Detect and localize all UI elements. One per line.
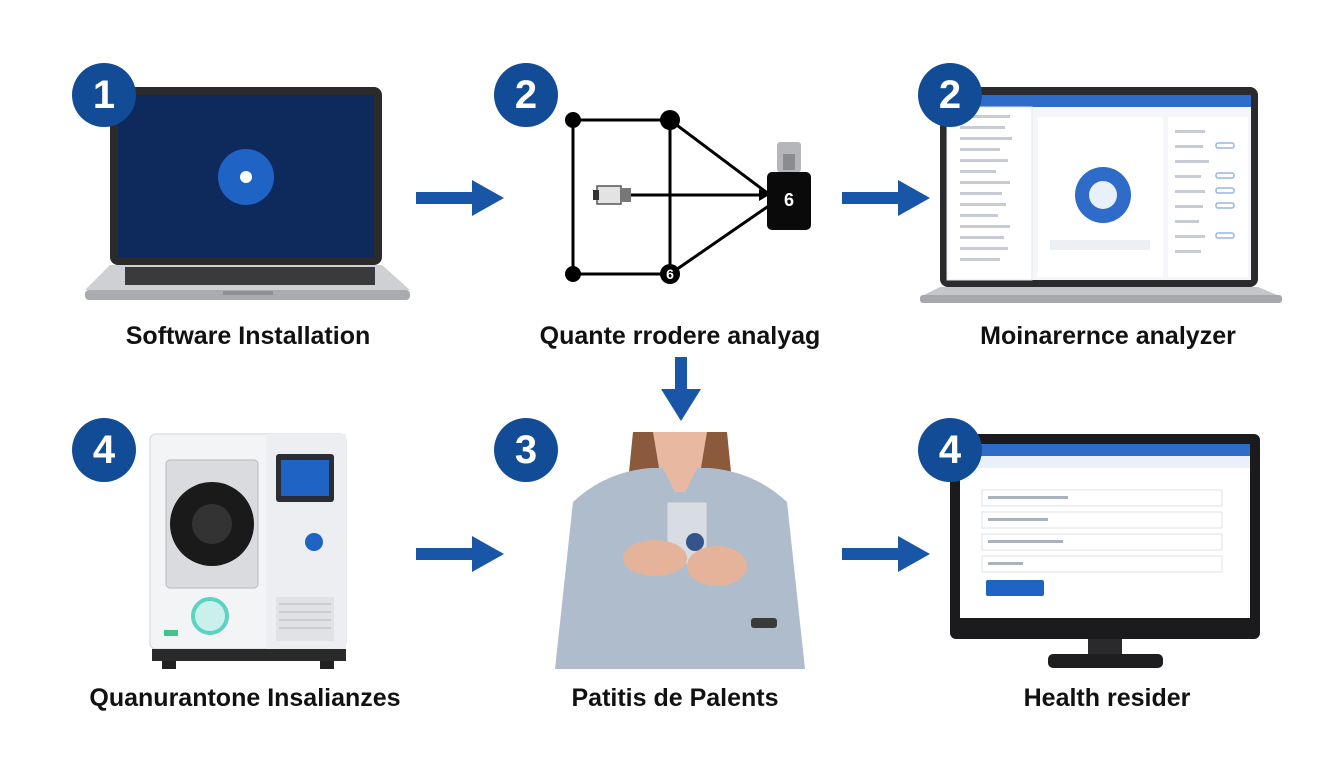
- usb-drive-icon: [767, 142, 811, 230]
- step-badge: 4: [918, 418, 982, 482]
- step-badge: 1: [72, 63, 136, 127]
- step-label: Quanurantone Insalianzes: [89, 684, 401, 712]
- analyzer-machine-icon: [149, 433, 347, 669]
- arrow-right-icon: [416, 180, 504, 216]
- arrow-right-icon: [416, 536, 504, 572]
- usb-number: 6: [784, 190, 794, 210]
- monitor-icon: [950, 434, 1260, 668]
- step-label: Patitis de Palents: [571, 684, 779, 712]
- analyzer-laptop-icon: [920, 87, 1282, 303]
- step-badge: 4: [72, 418, 136, 482]
- arrow-right-icon: [842, 536, 930, 572]
- step-label: Quante rrodere analyag: [539, 322, 821, 350]
- step-label: Software Installation: [125, 322, 371, 350]
- node-number: 6: [666, 266, 674, 282]
- step-label: Health resider: [1023, 684, 1191, 712]
- connection-diagram: 6 6: [565, 110, 811, 284]
- arrow-down-icon: [661, 357, 701, 421]
- step-badge: 2: [918, 63, 982, 127]
- patient-photo: [545, 432, 815, 669]
- step-badge: 3: [494, 418, 558, 482]
- laptop-icon: [85, 87, 410, 300]
- arrow-right-icon: [842, 180, 930, 216]
- step-badge: 2: [494, 63, 558, 127]
- step-label: Moinarernce analyzer: [980, 322, 1236, 350]
